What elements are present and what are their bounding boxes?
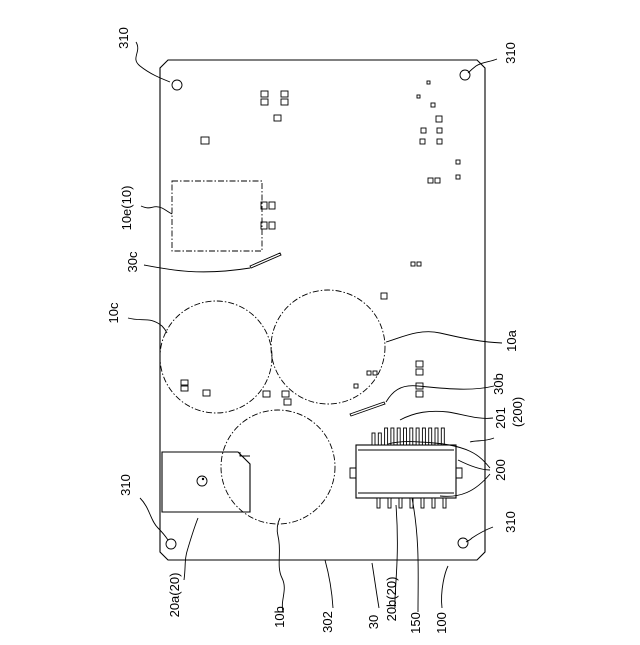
label-20b: 20b(20) [384, 577, 399, 622]
wire-30b [350, 402, 385, 416]
mounting-hole-bottom-right [458, 538, 468, 548]
label-310-bottom-left: 310 [118, 474, 133, 496]
board-outline [160, 60, 485, 560]
module-pin [443, 498, 446, 508]
module-pin [377, 498, 380, 508]
label-302: 302 [320, 611, 335, 633]
mounting-hole-top-left [172, 80, 182, 90]
mounting-hole-top-right [460, 70, 470, 80]
label-30: 30 [366, 615, 381, 629]
label-150: 150 [408, 612, 423, 634]
module-pin [421, 498, 424, 508]
label-30b: 30b [491, 373, 506, 395]
module-pin [385, 428, 388, 445]
label-10a: 10a [504, 329, 519, 351]
module-pin [372, 433, 375, 445]
heatsink-20a [162, 452, 250, 512]
mounting-hole-bottom-left [166, 539, 176, 549]
module-pin [410, 428, 413, 445]
label-10c: 10c [106, 302, 121, 323]
label-10b: 10b [272, 606, 287, 628]
wire-30c [250, 253, 281, 268]
region-10b [221, 410, 335, 524]
small-pads [181, 81, 460, 405]
label-201: 201 [493, 407, 508, 429]
region-10c [160, 301, 272, 413]
leader-lines [128, 42, 502, 612]
region-10e [172, 181, 262, 251]
power-module-20b [350, 445, 462, 498]
module-pin [378, 433, 381, 445]
label-30c: 30c [125, 251, 140, 272]
module-pin [416, 428, 419, 445]
module-pin [399, 498, 402, 508]
label-310-bottom-right: 310 [503, 511, 518, 533]
label-20a: 20a(20) [167, 573, 182, 618]
label-10e: 10e(10) [119, 186, 134, 231]
module-pin [441, 428, 444, 445]
module-pin [404, 428, 407, 445]
label-310-top-left: 310 [116, 27, 131, 49]
region-10a [271, 290, 385, 404]
module-pin [388, 498, 391, 508]
label-200: 200 [493, 459, 508, 481]
label-200-paren: (200) [510, 397, 525, 427]
module-pin [432, 498, 435, 508]
module-bottom-pins [377, 498, 446, 508]
label-100: 100 [434, 612, 449, 634]
module-pin [435, 428, 438, 445]
label-310-top-right: 310 [503, 42, 518, 64]
